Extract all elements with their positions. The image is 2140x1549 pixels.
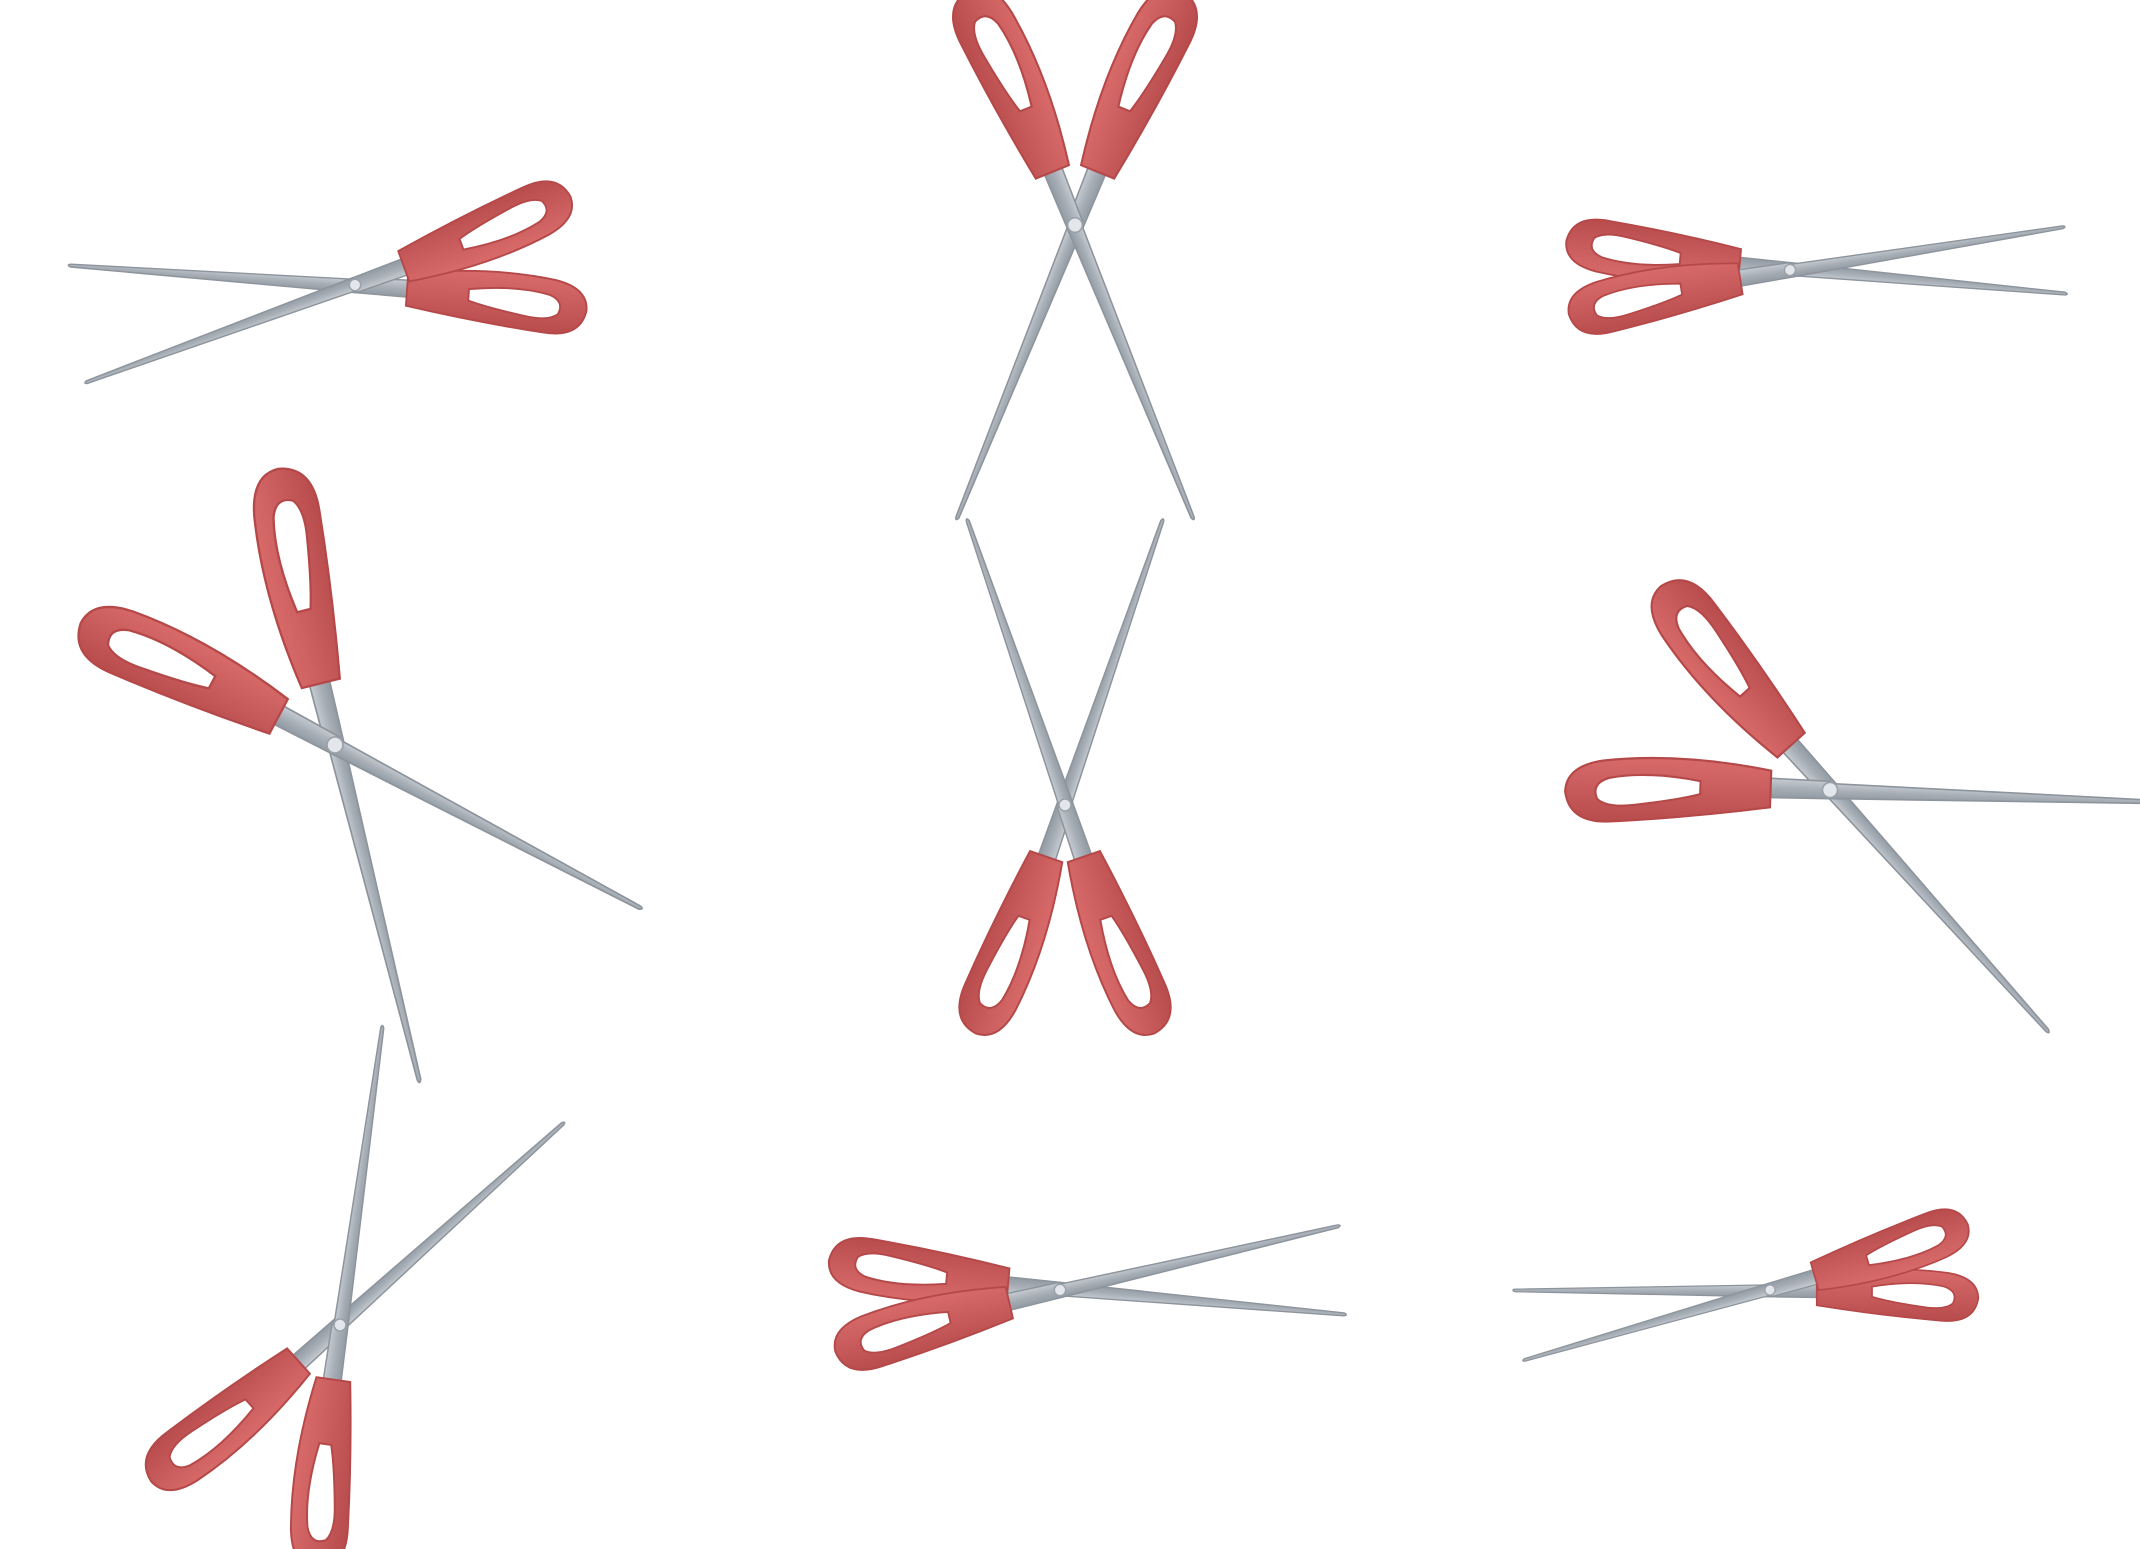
scissors-8 (825, 1202, 1351, 1378)
scissors-9 (1512, 1201, 1980, 1382)
scissors-4 (65, 460, 657, 1091)
scissors-5 (942, 506, 1188, 1046)
scissors-3 (1562, 203, 2072, 340)
scissors-6 (1563, 565, 2140, 1052)
scissors-7 (132, 1021, 582, 1549)
scissors-1 (64, 171, 590, 406)
scissors-2 (931, 0, 1219, 535)
